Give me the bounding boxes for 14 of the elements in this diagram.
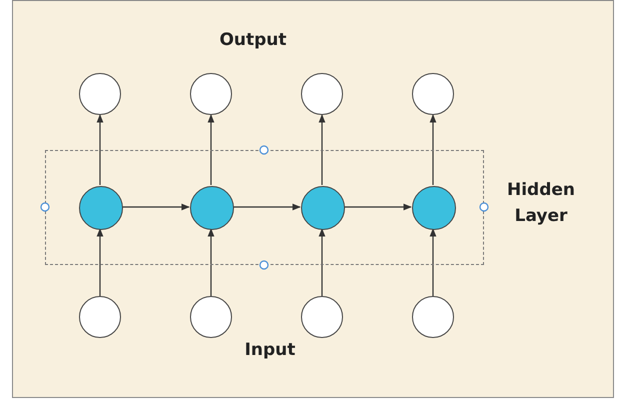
arrow bbox=[344, 204, 412, 210]
arrow bbox=[318, 114, 326, 185]
arrow bbox=[122, 204, 190, 210]
arrow bbox=[96, 228, 104, 296]
arrow bbox=[96, 114, 104, 185]
layer-label: Output bbox=[218, 30, 288, 50]
arrow bbox=[208, 228, 214, 296]
arrow bbox=[318, 228, 326, 296]
arrow bbox=[430, 228, 436, 296]
arrow bbox=[430, 114, 436, 185]
arrow bbox=[233, 204, 301, 210]
layer-label: Input bbox=[244, 340, 296, 360]
arrow bbox=[208, 114, 214, 185]
layer-label: Hidden Layer bbox=[506, 179, 576, 228]
